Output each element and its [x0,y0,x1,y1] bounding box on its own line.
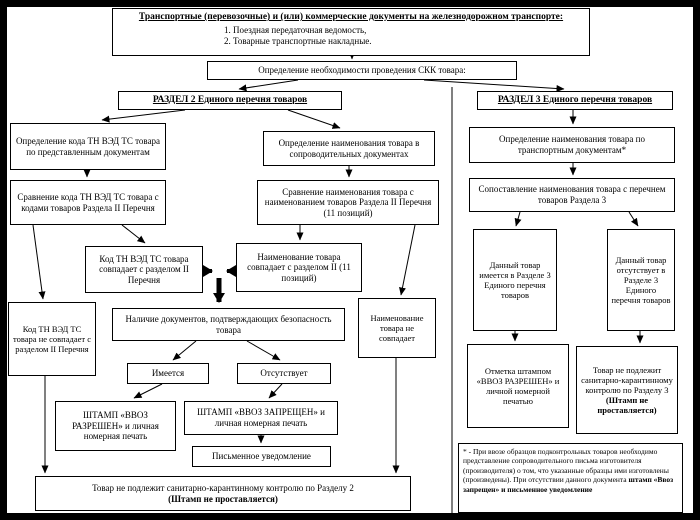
docs-absent-box: Отсутствует [237,363,331,384]
stamp-denied-box: ШТАМП «ВВОЗ ЗАПРЕЩЕН» и личная номерная … [184,401,338,435]
stamp-allowed-section3-box: Отметка штампом «ВВОЗ РАЗРЕШЕН» и личной… [467,344,569,428]
name-match-box: Наименование товара совпадает с разделом… [236,243,362,292]
compare-name-box: Сравнение наименования товара с наименов… [257,180,439,225]
no-control-section3-box: Товар не подлежит санитарно-карантинному… [576,346,678,434]
section2-header: РАЗДЕЛ 2 Единого перечня товаров [118,91,342,110]
docs-present-box: Имеется [127,363,209,384]
goods-not-in-list-box: Данный товар отсутствует в Разделе 3 Еди… [607,229,675,331]
no-control-section3-line2: (Штамп не проставляется) [597,395,657,416]
no-control-section2-box: Товар не подлежит санитарно-карантинному… [35,476,411,511]
define-name-box: Определение наименования товара в сопров… [263,131,435,166]
stamp-allowed-box: ШТАМП «ВВОЗ РАЗРЕШЕН» и личная номерная … [55,401,176,451]
compare-code-box: Сравнение кода ТН ВЭД ТС товара с кодами… [10,180,166,225]
define-code-box: Определение кода ТН ВЭД ТС товара по пре… [10,123,166,170]
no-control-section3-line1: Товар не подлежит санитарно-карантинному… [581,364,673,395]
goods-in-list-box: Данный товар имеется в Разделе 3 Единого… [473,229,557,331]
written-notice-box: Письменное уведомление [192,446,331,467]
footnote-bold-text: штамп «Ввоз запрещен» и письменное уведо… [463,475,674,494]
no-control-section2-line1: Товар не подлежит санитарно-карантинному… [92,482,354,493]
compare-name-section3-box: Сопоставление наименования товара с пере… [469,178,675,212]
transport-docs-title: Транспортные (перевозочные) и (или) комм… [138,12,564,22]
safety-docs-box: Наличие документов, подтверждающих безоп… [112,308,345,341]
footnote-box: * - При ввозе образцов подконтрольных то… [458,443,683,513]
footnote-text: * - При ввозе образцов подконтрольных то… [463,447,669,485]
transport-docs-box: Транспортные (перевозочные) и (или) комм… [112,8,590,56]
name-no-match-box: Наименование товара не совпадает [358,298,436,358]
code-match-box: Код ТН ВЭД ТС товара совпадает с раздело… [85,246,203,293]
no-control-section2-text: Товар не подлежит санитарно-карантинному… [92,483,354,504]
section3-header: РАЗДЕЛ 3 Единого перечня товаров [477,91,673,110]
transport-docs-item-2: 2. Товарные транспортные накладные. [224,35,372,46]
skk-determination-box: Определение необходимости проведения СКК… [207,61,517,80]
transport-docs-item-1: 1. Поездная передаточная ведомость, [224,25,367,36]
no-control-section3-text: Товар не подлежит санитарно-карантинному… [580,365,674,415]
code-no-match-box: Код ТН ВЭД ТС товара не совпадает с разд… [8,302,96,376]
no-control-section2-line2: (Штамп не проставляется) [168,493,278,504]
transport-docs-list: 1. Поездная передаточная ведомость, 2. Т… [224,25,586,46]
define-name-section3-box: Определение наименования товара по транс… [469,127,675,163]
